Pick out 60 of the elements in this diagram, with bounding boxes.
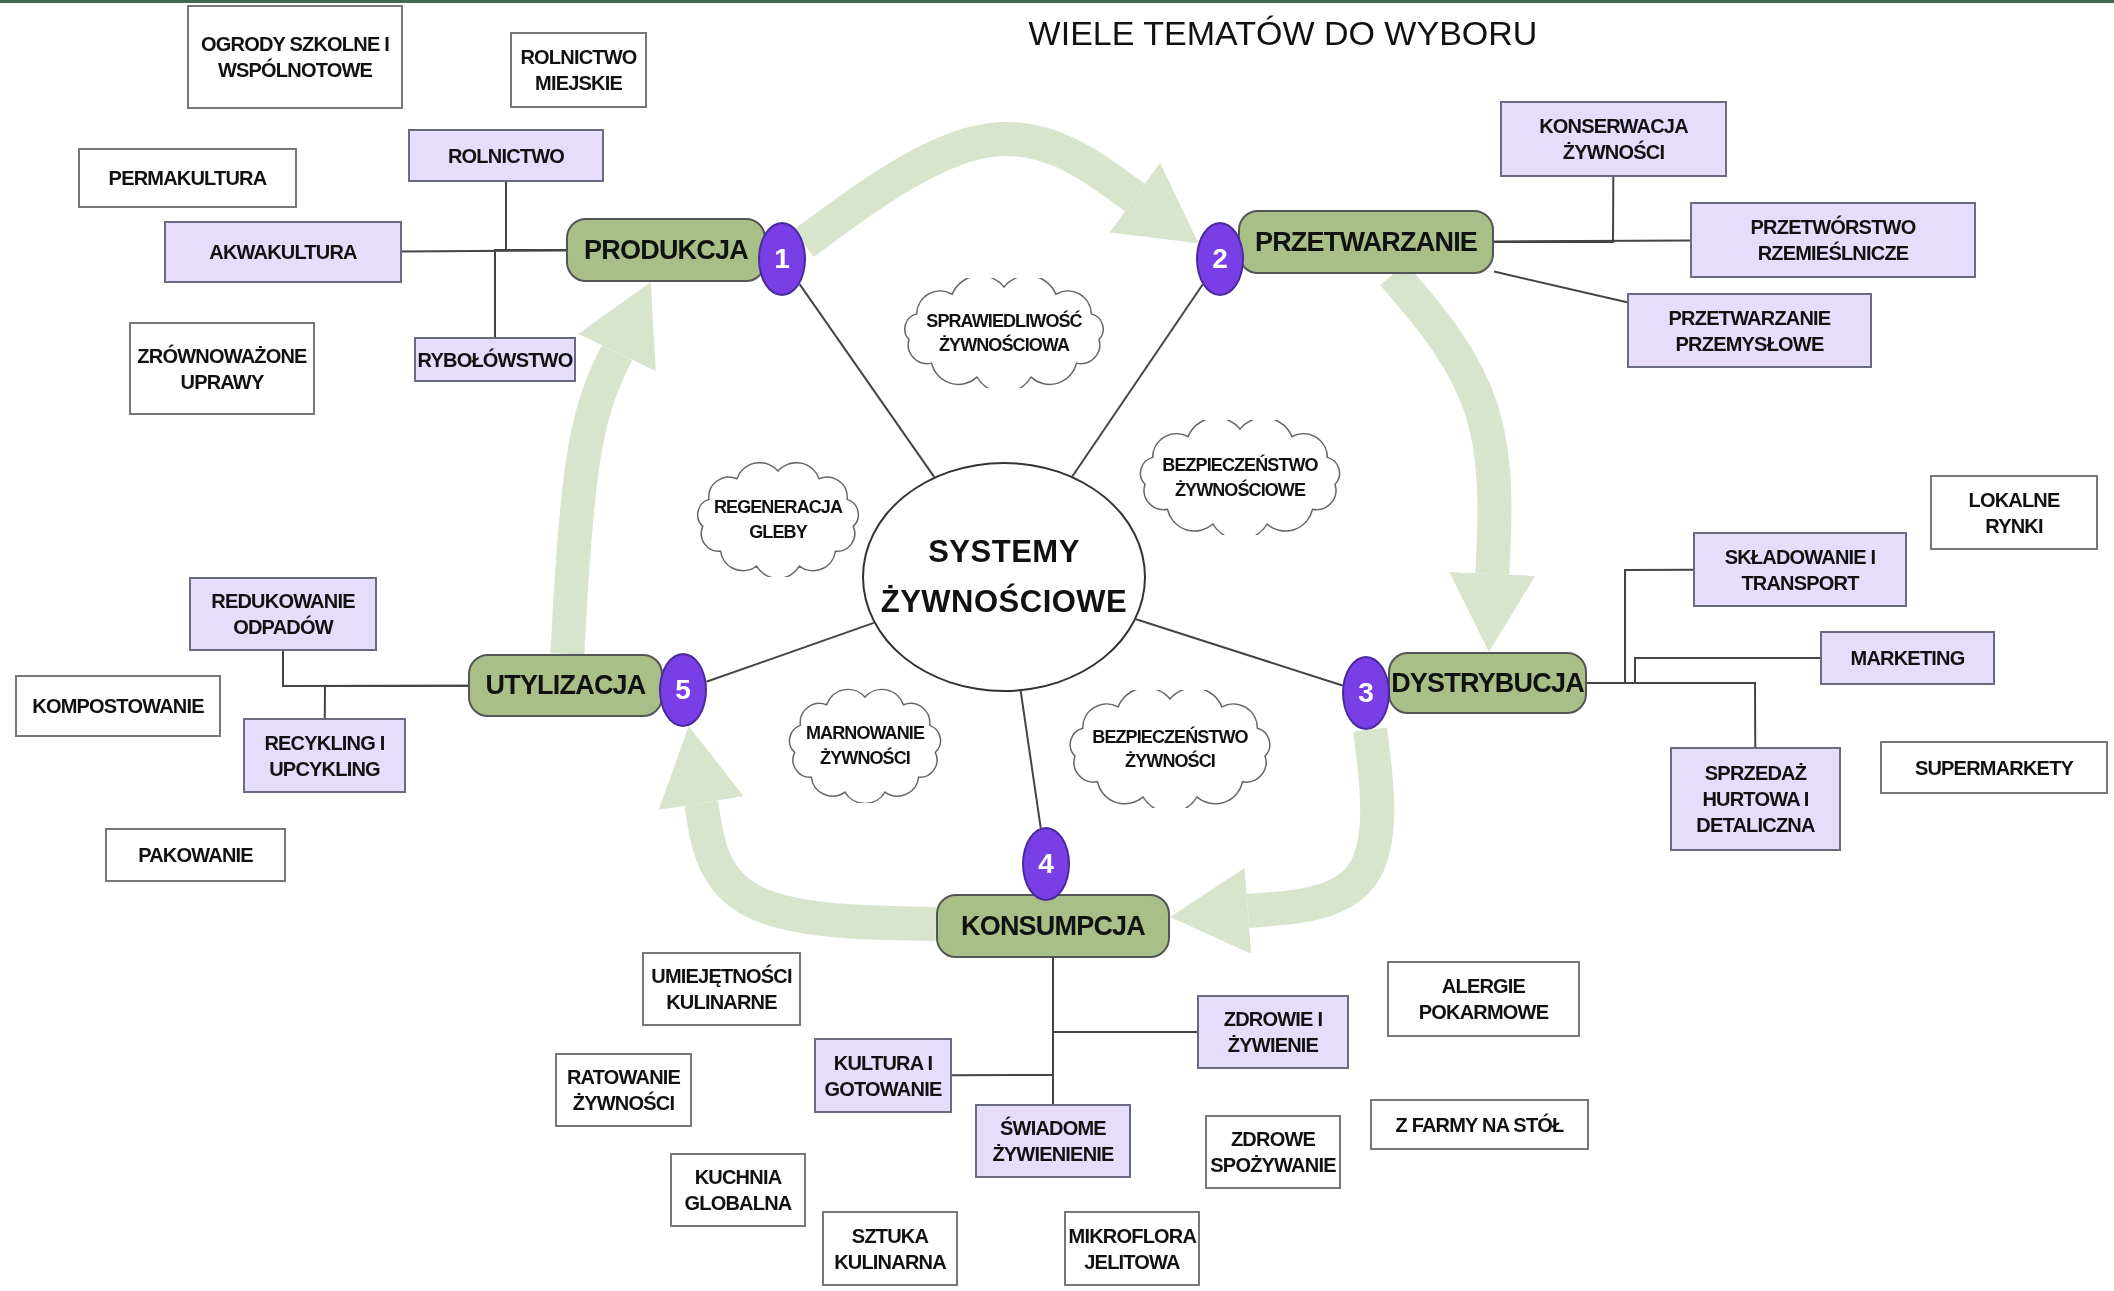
connector-line <box>323 684 469 719</box>
subtopic-box: KULTURA I GOTOWANIE <box>814 1038 952 1113</box>
subtopic-box: ZDROWIE I ŻYWIENIE <box>1197 995 1349 1069</box>
topic-box: KUCHNIA GLOBALNA <box>670 1153 806 1227</box>
topic-box: ROLNICTWO MIEJSKIE <box>510 32 647 108</box>
stage-pill: KONSUMPCJA <box>936 894 1170 958</box>
curved-arrow <box>550 282 656 655</box>
number-badge: 1 <box>758 222 806 296</box>
stage-pill: DYSTRYBUCJA <box>1388 652 1587 714</box>
connector-line <box>494 249 567 338</box>
topic-box: ALERGIE POKARMOWE <box>1387 961 1580 1037</box>
number-badge: 5 <box>659 653 707 727</box>
cloud-text: BEZPIECZEŃSTWO ŻYWNOŚCI <box>1091 725 1249 773</box>
subtopic-box: PRZETWARZANIE PRZEMYSŁOWE <box>1627 293 1872 368</box>
subtopic-box: KONSERWACJA ŻYWNOŚCI <box>1500 101 1727 177</box>
title: WIELE TEMATÓW DO WYBORU <box>1027 14 1539 53</box>
cloud-text: SPRAWIEDLIWOŚĆ ŻYWNOŚCIOWA <box>925 309 1083 357</box>
topic-box: LOKALNE RYNKI <box>1930 475 2098 550</box>
subtopic-box: RECYKLING I UPCYKLING <box>243 718 406 793</box>
subtopic-box: AKWAKULTURA <box>164 221 402 283</box>
topic-box: SZTUKA KULINARNA <box>822 1211 958 1286</box>
subtopic-box: SPRZEDAŻ HURTOWA I DETALICZNA <box>1670 747 1841 851</box>
topic-box: Z FARMY NA STÓŁ <box>1370 1099 1589 1150</box>
topic-box: UMIEJĘTNOŚCI KULINARNE <box>642 952 801 1026</box>
cloud-text: BEZPIECZEŃSTWO ŻYWNOŚCIOWE <box>1161 453 1319 502</box>
cloud-text: MARNOWANIE ŻYWNOŚCI <box>805 722 926 770</box>
subtopic-box: ROLNICTWO <box>408 129 604 182</box>
connector-line <box>1586 682 1757 748</box>
curved-arrow <box>1170 727 1395 954</box>
curved-arrow <box>658 725 937 941</box>
connector-line <box>1493 176 1615 243</box>
connector-line <box>1071 283 1204 478</box>
topic-box: ZDROWE SPOŻYWANIE <box>1205 1115 1341 1189</box>
cloud-text: REGENERACJA GLEBY <box>712 496 844 544</box>
topic-box: PERMAKULTURA <box>78 148 297 208</box>
number-badge: 2 <box>1196 222 1244 296</box>
subtopic-box: RYBOŁÓWSTWO <box>414 337 576 382</box>
topic-box: OGRODY SZKOLNE I WSPÓLNOTOWE <box>187 5 403 109</box>
number-badge: 4 <box>1022 827 1070 901</box>
connector-line <box>1493 270 1628 304</box>
subtopic-box: ŚWIADOME ŻYWIENIENIE <box>975 1104 1131 1178</box>
stage-pill: PRODUKCJA <box>566 218 766 282</box>
topic-box: RATOWANIE ŻYWNOŚCI <box>555 1053 692 1127</box>
subtopic-box: REDUKOWANIE ODPADÓW <box>189 577 377 651</box>
subtopic-box: MARKETING <box>1820 631 1995 685</box>
topic-box: PAKOWANIE <box>105 828 286 882</box>
stage-pill: PRZETWARZANIE <box>1238 210 1494 274</box>
subtopic-box: SKŁADOWANIE I TRANSPORT <box>1693 532 1907 607</box>
connector-line <box>401 249 567 253</box>
number-badge: 3 <box>1342 656 1390 730</box>
stage-pill: UTYLIZACJA <box>468 654 663 717</box>
topic-box: MIKROFLORA JELITOWA <box>1064 1211 1200 1286</box>
subtopic-box: PRZETWÓRSTWO RZEMIEŚLNICZE <box>1690 202 1976 278</box>
topic-box: KOMPOSTOWANIE <box>15 675 221 737</box>
connector-line <box>1052 957 1054 1105</box>
connector-line <box>1019 690 1042 829</box>
central-ellipse: SYSTEMY ŻYWNOŚCIOWE <box>862 462 1146 692</box>
topic-box: ZRÓWNOWAŻONE UPRAWY <box>129 322 315 415</box>
topic-box: SUPERMARKETY <box>1880 741 2108 794</box>
connector-line <box>1493 239 1691 243</box>
